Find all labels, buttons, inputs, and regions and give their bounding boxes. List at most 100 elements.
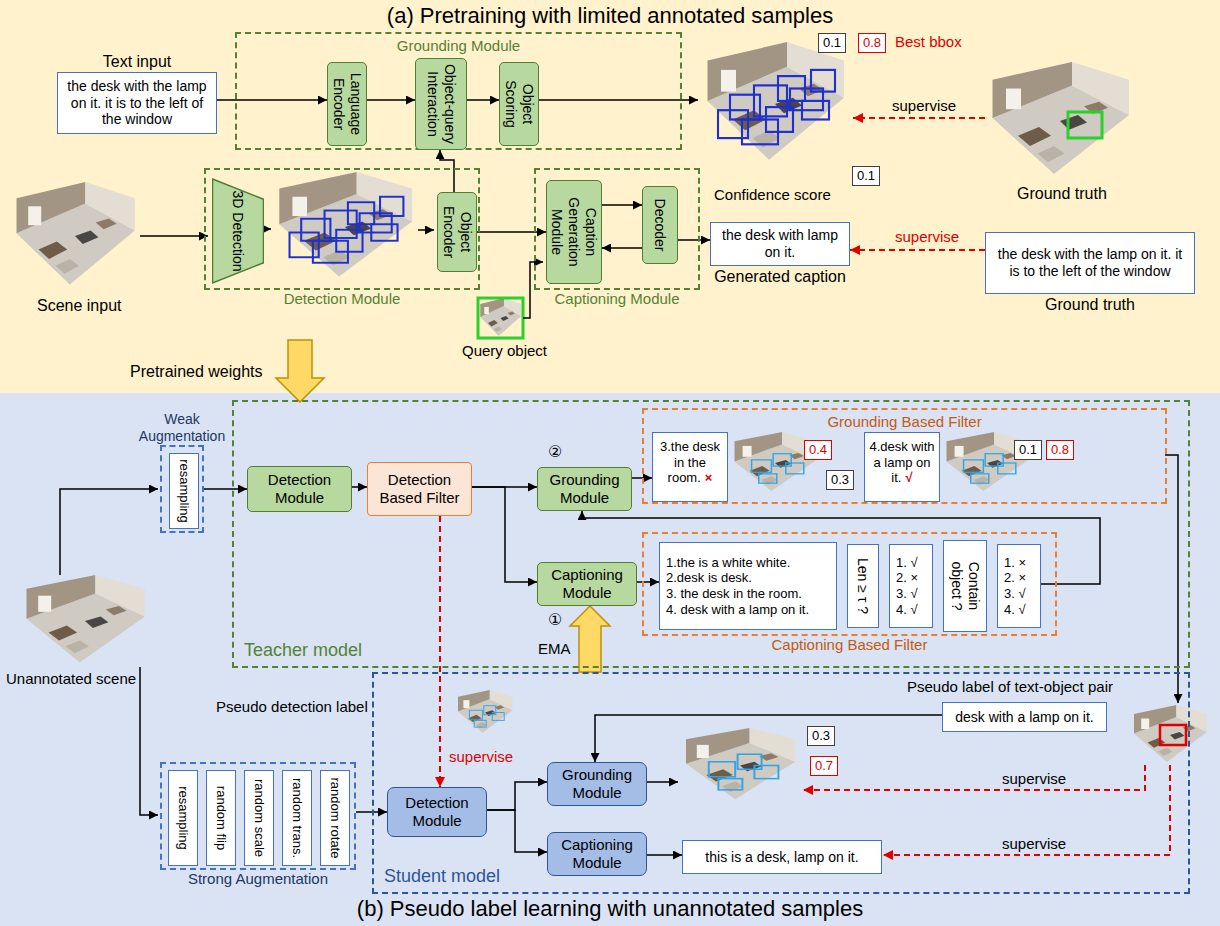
flow-arrow: [538, 99, 698, 101]
node-text: Object Encoder: [440, 196, 474, 268]
node-text: Captioning Module: [554, 836, 640, 872]
node-text: ×: [705, 470, 713, 485]
node-text: 0.3: [831, 472, 849, 487]
module-group: 3.the desk in the room.×0.40.34.desk wit…: [642, 408, 1167, 504]
detection-boxes: [709, 754, 779, 790]
connector: [637, 581, 659, 583]
node-text: 2. ×: [1004, 570, 1026, 586]
scene-image: [27, 575, 145, 662]
detection-boxes: [290, 197, 404, 263]
flow-arrow: [60, 489, 158, 575]
process-box: Text inputthe desk with the lamp on it. …: [57, 72, 217, 134]
connector: [352, 486, 367, 488]
process-box: Caption Generation Module: [546, 180, 602, 284]
process-box: Contain object ?: [943, 540, 987, 632]
transfer-arrow: [276, 340, 324, 402]
node-text: this is a desk, lamp on it.: [705, 849, 858, 866]
flow-arrow: [646, 781, 678, 783]
process-box: the desk with lamp on it.Generated capti…: [710, 222, 850, 266]
score-badge: 0.4: [804, 440, 832, 460]
annotation-label: Pseudo detection label: [214, 698, 370, 716]
heading: Weak Augmentation: [127, 411, 237, 445]
connector: [570, 606, 610, 672]
process-box: this is a desk, lamp on it.: [682, 840, 882, 874]
node-text: Captioning Module: [544, 566, 630, 602]
node-text: 1. ×: [1004, 555, 1026, 571]
module-group: 1.the is a white white.2.desk is desk. 3.…: [642, 532, 1057, 636]
score-badge: 0.1: [818, 33, 846, 53]
process-box: random trans.: [282, 770, 312, 866]
module-group: Caption Generation ModuleDecoderCaptioni…: [534, 168, 700, 290]
process-box: 1. ×2. ×3. √4. √: [997, 544, 1041, 628]
node-text: desk with a lamp on it.: [955, 709, 1094, 726]
node-text: 3. √: [1004, 586, 1026, 602]
heading: (b) Pseudo label learning with unannotat…: [357, 896, 863, 922]
node-text: resampling: [176, 457, 192, 525]
process-box: Detection Module: [387, 787, 487, 837]
annotation-label: Pretrained weights: [128, 362, 265, 381]
detection-boxes: [718, 70, 835, 144]
process-box: Language Encoder: [327, 62, 367, 146]
annotation-label: supervise: [1000, 770, 1068, 788]
module-group: resamplingWeak Augmentation: [160, 445, 204, 533]
flow-arrow: [140, 235, 208, 237]
heading: Ground truth: [1045, 295, 1135, 314]
process-box: resampling: [169, 453, 199, 529]
node-text: random trans.: [289, 774, 305, 862]
process-box: Object-query Interaction: [415, 58, 467, 150]
annotation-label: Unannotated scene: [4, 670, 138, 688]
node-text: 0.1: [857, 168, 875, 183]
node-text: 0.1: [1019, 442, 1037, 457]
edge-label: supervise: [893, 228, 961, 246]
node-text: 4. √: [1004, 602, 1026, 618]
supervise-arrow: [883, 765, 1170, 855]
annotation-label: ①: [546, 610, 564, 629]
connector: [602, 204, 642, 206]
connector: [678, 239, 710, 241]
node-text: Object Scoring: [502, 66, 536, 142]
process-box: Detection Module: [247, 466, 352, 512]
flow-arrow: [140, 667, 158, 815]
node-text: Detection Based Filter: [374, 471, 465, 507]
flow-arrow: [263, 228, 271, 230]
score-badge: 0.3: [826, 470, 854, 490]
connector: [602, 247, 642, 249]
process-box: Detection Based Filter: [367, 462, 472, 516]
node-text: Grounding Module: [554, 766, 640, 802]
process-box: Decoder: [642, 186, 678, 264]
connector: [367, 99, 415, 101]
annotation-label: Scene input: [35, 296, 124, 315]
scene-image: [708, 42, 845, 160]
node-text: Object-query Interaction: [424, 62, 458, 146]
node-text: 2.desk is desk.: [666, 570, 752, 586]
connector: [595, 715, 942, 762]
node-text: resampling: [175, 774, 191, 862]
process-box: Captioning Module: [537, 562, 637, 606]
flow-arrows: [60, 100, 1178, 815]
node-text: 0.1: [823, 35, 841, 50]
module-group: Language Encoder Object-query Interaction…: [235, 32, 682, 150]
edge-label: EMA: [536, 640, 573, 658]
node-text: 1.the is a white white.: [666, 555, 790, 571]
target-box: [1068, 112, 1102, 138]
target-box: [1160, 725, 1186, 745]
process-box: 1. √2. ×3. √4. √: [889, 544, 933, 628]
process-box: 1.the is a white white.2.desk is desk.3.…: [659, 542, 837, 630]
node-text: 0.3: [812, 728, 830, 743]
process-box: Captioning Module: [547, 832, 647, 876]
node-text: Detection Module: [254, 471, 345, 507]
score-badge: 0.3: [807, 726, 835, 746]
heading: Student model: [384, 866, 500, 888]
scene-image: [17, 182, 135, 285]
node-text: 0.8: [863, 35, 881, 50]
scene-image: [279, 172, 412, 277]
node-text: random rotate: [327, 774, 343, 862]
node-text: the desk with the lamp on it. it is to t…: [992, 246, 1188, 280]
annotation-label: Pseudo label of text-object pair: [905, 678, 1115, 696]
edge-label: supervise: [447, 748, 515, 766]
panel-ground: [0, 0, 1220, 393]
node-text: Len ≥ τ ?: [855, 548, 872, 624]
annotation-label: Ground truth: [1015, 184, 1109, 203]
connector: [217, 99, 327, 101]
process-box: Grounding Module: [547, 762, 647, 806]
